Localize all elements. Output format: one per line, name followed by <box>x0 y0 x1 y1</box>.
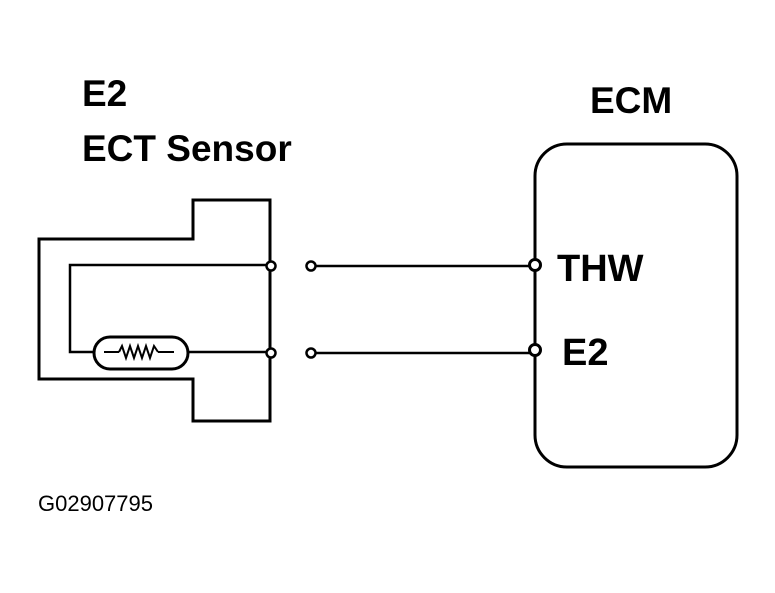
sensor-connector-label: E2 <box>82 73 127 114</box>
thermistor-icon <box>92 335 190 371</box>
ecm-pin-e2-label: E2 <box>562 332 608 374</box>
ecm-title: ECM <box>590 80 672 121</box>
sensor-housing <box>37 198 272 423</box>
harness-terminal-1 <box>305 260 317 272</box>
ecm-terminal-thw <box>528 258 542 272</box>
sensor-name-label: ECT Sensor <box>82 128 292 169</box>
ecm-terminal-e2 <box>528 343 542 357</box>
ecm-box <box>533 142 739 469</box>
sensor-inner-wire <box>68 263 271 354</box>
figure-code: G02907795 <box>38 491 153 516</box>
harness-terminal-2 <box>305 347 317 359</box>
sensor-terminal-1 <box>265 260 277 272</box>
sensor-terminal-2 <box>265 347 277 359</box>
ecm-pin-thw-label: THW <box>557 248 644 290</box>
